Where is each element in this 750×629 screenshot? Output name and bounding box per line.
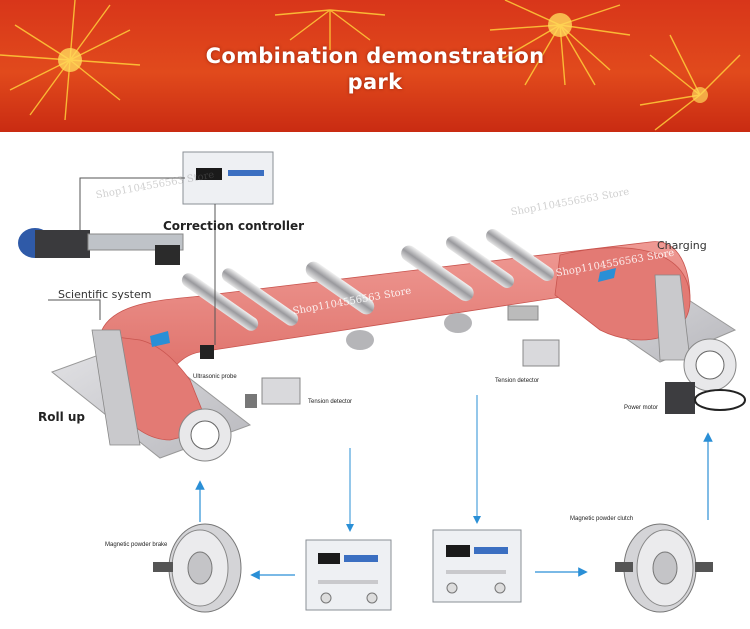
tension-detector-right-label: Tension detector [495, 378, 540, 384]
tension-controller-right [432, 529, 522, 603]
actuator-motor [18, 228, 184, 265]
charging-label: Charging [657, 239, 707, 252]
ultrasonic-probe-device [200, 345, 214, 359]
magnetic-powder-clutch-label: Magnetic powder clutch [570, 516, 634, 522]
web-direction-arrow-right [598, 268, 616, 282]
fireworks-background [0, 0, 741, 131]
magnetic-powder-clutch-device [615, 523, 713, 613]
banner-title-line1: Combination demonstration [205, 44, 545, 68]
machine-clutch [665, 338, 746, 414]
banner-title-line2: park [347, 70, 403, 94]
correction-controller-device [182, 151, 274, 205]
tension-detector-left-label: Tension detector [308, 399, 353, 405]
tension-detector-left-device [245, 377, 301, 408]
roll-up-label: Roll up [38, 410, 86, 424]
controller-cable [79, 177, 185, 230]
power-motor-label: Power motor [624, 405, 659, 411]
header-banner: Combination demonstration park [0, 0, 750, 132]
magnetic-powder-brake-label: Magnetic powder brake [105, 542, 168, 548]
unwind-roll [554, 247, 691, 341]
machine-brake [178, 408, 232, 462]
sensor-cable [48, 299, 101, 320]
machine-diagram [18, 151, 746, 613]
tension-controller-left [305, 539, 392, 611]
ultrasonic-probe-label: Ultrasonic probe [193, 374, 237, 380]
magnetic-powder-brake-device [153, 523, 242, 613]
left-side-frame [91, 329, 141, 446]
scientific-system-label: Scientific system [58, 288, 152, 301]
tension-detector-right-device [507, 305, 560, 367]
web-direction-arrow-left [150, 331, 170, 347]
correction-controller-label: Correction controller [163, 219, 305, 233]
guide-rollers [181, 229, 555, 350]
